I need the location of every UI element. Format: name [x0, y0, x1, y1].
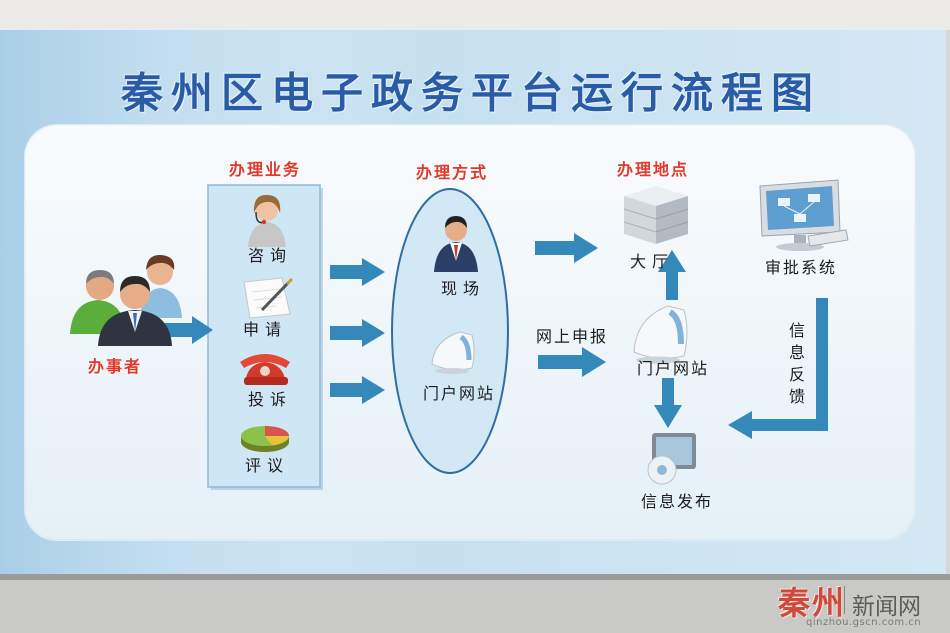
business-item-apply: 申请: [242, 320, 288, 339]
location-portal-label: 门户网站: [636, 359, 710, 378]
people-group-icon: [70, 254, 182, 346]
arrow-portal-to-publish: [654, 378, 682, 428]
arrow-business-to-method-1: [330, 258, 385, 286]
business-item-review: 评议: [244, 456, 290, 475]
applicant-label: 办事者: [87, 357, 143, 376]
pie-chart-icon: [241, 426, 289, 452]
telephone-icon: [240, 354, 290, 385]
location-publish-label: 信息发布: [640, 492, 714, 511]
location-hall-label: 大厅: [629, 252, 675, 271]
pen-paper-icon: [243, 277, 294, 319]
online-submission-label: 网上申报: [535, 327, 609, 346]
watermark-brand: 秦州: [778, 584, 847, 622]
monitor-icon: [633, 305, 688, 364]
feedback-label: 信息反馈: [786, 322, 805, 410]
watermark-divider: [844, 586, 845, 614]
approval-system-label: 审批系统: [764, 258, 838, 277]
monitor-icon: [431, 331, 475, 374]
page-title: 秦州区电子政务平台运行流程图: [120, 68, 822, 118]
publish-icon: [647, 433, 696, 485]
arrow-online-submission: [538, 347, 606, 377]
board-frame-shadow: [0, 574, 950, 580]
method-ellipse: [391, 188, 509, 474]
wall-bottom: [0, 574, 950, 633]
arrow-business-to-method-2: [330, 319, 385, 347]
method-heading: 办理方式: [415, 163, 489, 182]
business-item-complaint: 投诉: [247, 390, 293, 409]
arrow-portal-to-hall: [658, 250, 686, 300]
method-item-onsite: 现场: [440, 279, 486, 298]
business-heading: 办理业务: [228, 160, 302, 179]
location-heading: 办理地点: [616, 160, 690, 179]
computer-icon: [759, 179, 849, 251]
wall-top: [0, 0, 950, 30]
arrow-applicant-to-business: [163, 316, 213, 344]
arrow-onsite-to-hall: [535, 233, 598, 263]
watermark-site: 新闻网: [852, 594, 921, 620]
watermark-url: qinzhou.gscn.com.cn: [806, 617, 922, 628]
arrow-feedback: [728, 298, 828, 439]
headset-operator-icon: [248, 194, 286, 247]
building-icon: [623, 186, 689, 244]
businessman-icon: [434, 216, 478, 272]
method-item-portal: 门户网站: [422, 384, 496, 403]
arrow-business-to-method-3: [330, 376, 385, 404]
business-item-consult: 咨询: [247, 246, 293, 265]
